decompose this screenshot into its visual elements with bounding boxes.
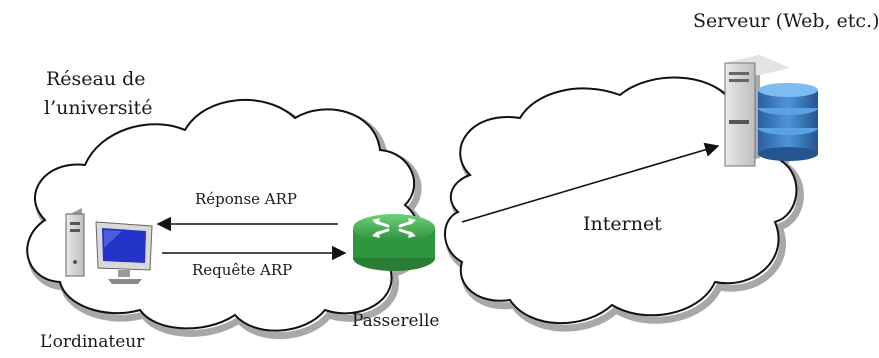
server-label: Serveur (Web, etc.) [693,10,879,32]
university-network-label-line2: l’université [44,97,153,119]
desktop-computer-icon [65,208,153,284]
internet-cloud [444,76,804,332]
internet-label: Internet [583,213,662,235]
gateway-label: Passerelle [352,311,440,331]
internet-link-arrow [461,142,720,223]
arp-request-label: Requête ARP [192,261,293,279]
database-server-icon [724,55,818,167]
university-cloud [26,98,427,340]
computer-label: L’ordinateur [40,332,145,352]
arp-reply-label: Réponse ARP [195,190,298,208]
university-network-label-line1: Réseau de [46,68,146,90]
router-icon [353,214,435,271]
